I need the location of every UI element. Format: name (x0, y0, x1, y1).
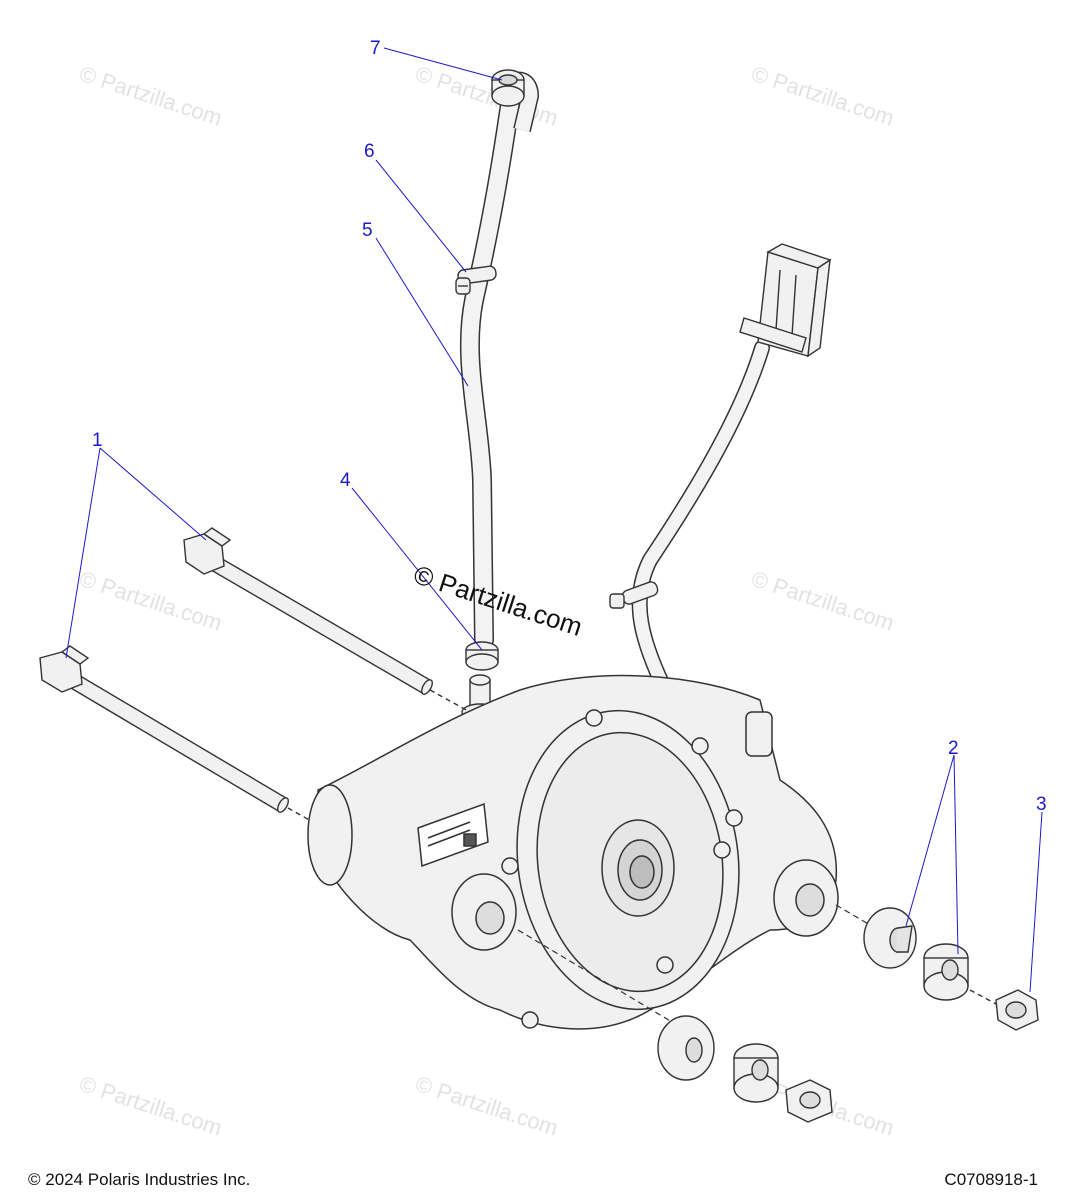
callout-7[interactable]: 7 (370, 38, 381, 59)
watermark-main: © Partzilla.com (410, 559, 586, 642)
mounting-bolts (39, 527, 471, 827)
callout-5[interactable]: 5 (362, 220, 373, 241)
gearcase-housing (307, 674, 839, 1030)
watermark-faint: © Partzilla.com (76, 566, 225, 636)
cover-bolts (501, 709, 743, 1029)
watermark-faint: © Partzilla.com (748, 566, 897, 636)
right-mount-hardware (863, 907, 1039, 1031)
callout-1[interactable]: 1 (92, 430, 103, 451)
callout-3[interactable]: 3 (1036, 794, 1047, 815)
breather-hose-assembly (455, 69, 540, 721)
left-mount-hardware (657, 1015, 833, 1123)
watermark-faint: © Partzilla.com (748, 61, 897, 131)
flange-nut-left (785, 1079, 833, 1123)
callout-2[interactable]: 2 (948, 738, 959, 759)
part-label (417, 802, 489, 868)
electrical-connector (739, 243, 832, 358)
callout-labels: 1 2 3 4 5 6 7 (92, 38, 1047, 815)
watermark-faint: © Partzilla.com (412, 1071, 561, 1141)
rubber-bushing-left-inner (733, 1043, 779, 1103)
flange-nut-right (995, 989, 1039, 1031)
mounting-bolt-lower (39, 645, 289, 814)
assembly-centerlines (517, 904, 871, 1023)
callout-4[interactable]: 4 (340, 470, 351, 491)
leader-lines (65, 47, 1043, 993)
rubber-bushing-left-outer (657, 1015, 715, 1081)
rubber-bushing-right-inner (923, 943, 969, 1001)
hose-clip (455, 265, 497, 295)
footer-copyright: © 2024 Polaris Industries Inc. (28, 1170, 251, 1189)
callout-6[interactable]: 6 (364, 141, 375, 162)
rubber-bushing-right-outer (863, 907, 917, 969)
breather-fitting (491, 69, 525, 107)
watermark-faint: © Partzilla.com (76, 1071, 225, 1141)
watermark-faint: © Partzilla.com (76, 61, 225, 131)
wire-clip (609, 581, 659, 609)
mounting-bolt-upper (183, 527, 433, 696)
hose-clamp (465, 641, 499, 671)
input-shaft (745, 711, 773, 757)
footer-figure-id: C0708918-1 (944, 1170, 1038, 1189)
